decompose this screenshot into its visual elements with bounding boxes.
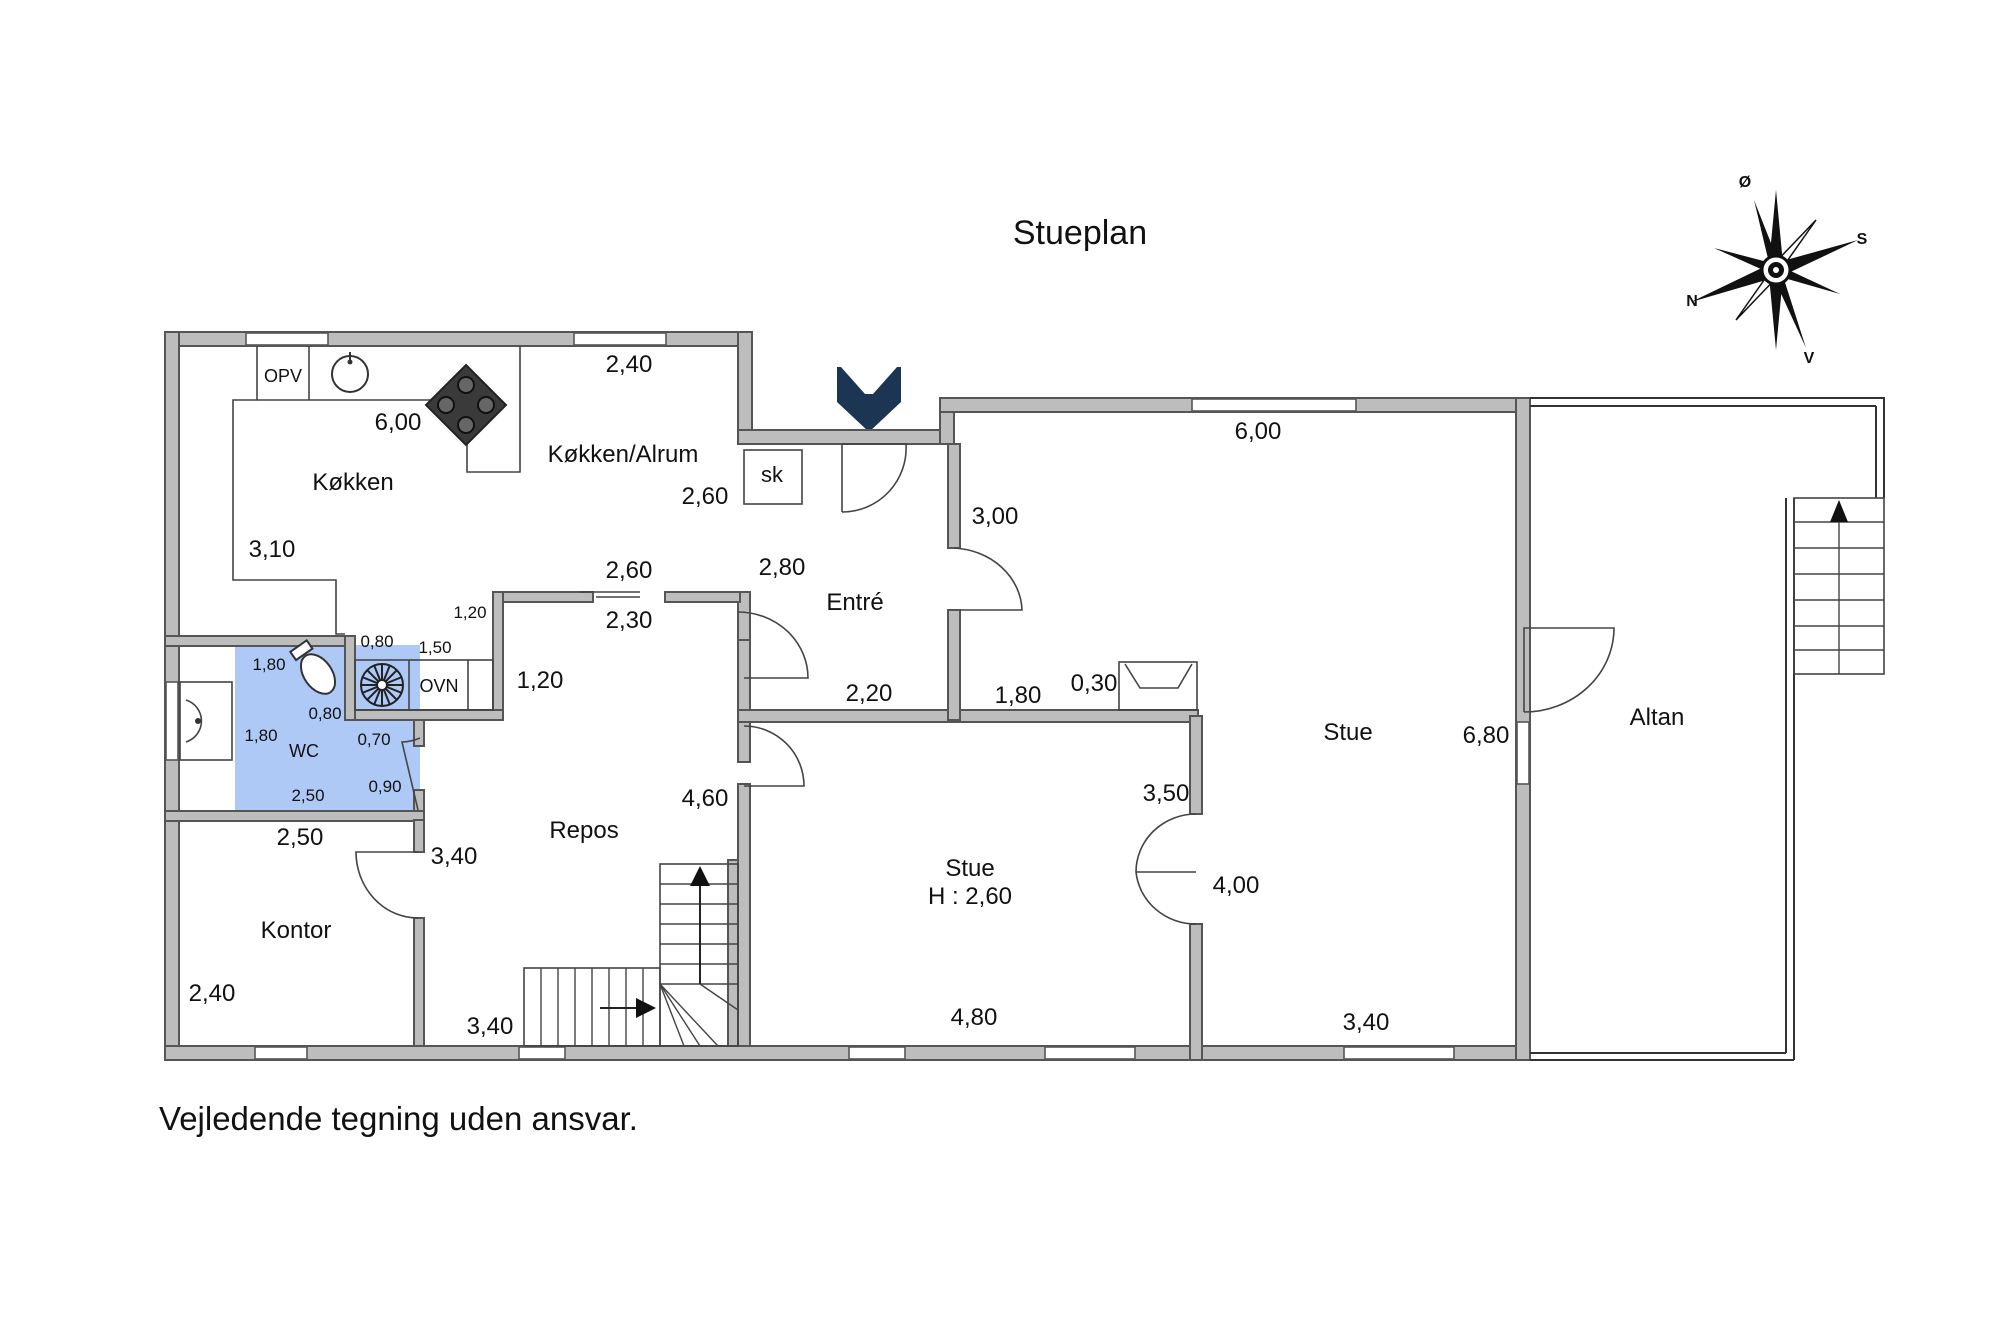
door-repos-stue — [743, 725, 805, 787]
fixture-label-sk: sk — [761, 462, 784, 487]
disclaimer-text: Vejledende tegning uden ansvar. — [159, 1100, 638, 1137]
door-stue-altan — [1523, 627, 1615, 713]
dim-kitchen-1-20-small: 1,20 — [453, 603, 486, 622]
compass-west-label: V — [1804, 350, 1815, 367]
windows — [165, 332, 1530, 1060]
dim-wc-0-70: 0,70 — [357, 730, 390, 749]
dim-entre-2-80: 2,80 — [759, 554, 806, 581]
room-label-kokken: Køkken — [312, 469, 393, 496]
dim-stue-0-30: 0,30 — [1071, 670, 1118, 697]
compass-east-label: Ø — [1739, 174, 1751, 191]
room-label-stue-small: Stue — [945, 855, 994, 882]
fixture-label-opv: OPV — [264, 366, 302, 386]
door-entre-kitchen — [737, 611, 809, 679]
dim-stue-1-80: 1,80 — [995, 682, 1042, 709]
dim-stue-6-00: 6,00 — [1235, 418, 1282, 445]
plan-title: Stueplan — [1013, 214, 1147, 252]
kitchen-counter — [232, 346, 521, 635]
dim-repos-4-60: 4,60 — [682, 785, 729, 812]
door-entre-stue — [953, 547, 1023, 611]
dim-kitchen-0-80-top: 0,80 — [360, 632, 393, 651]
dim-kitchen-3-10: 3,10 — [249, 536, 296, 563]
dim-stue-4-80: 4,80 — [951, 1004, 998, 1031]
room-label-entre: Entré — [826, 589, 883, 616]
staircase — [523, 863, 739, 1047]
dim-kitchen-2-60-bottom: 2,60 — [606, 557, 653, 584]
dim-wc-1-80-top: 1,80 — [252, 655, 285, 674]
dim-stue-6-80: 6,80 — [1463, 722, 1510, 749]
dim-stue-3-50: 3,50 — [1143, 780, 1190, 807]
compass-rose-icon — [1691, 190, 1858, 350]
dim-repos-1-20: 1,20 — [517, 667, 564, 694]
room-label-repos: Repos — [549, 817, 618, 844]
dim-kitchen-2-60-right: 2,60 — [682, 483, 729, 510]
dim-kitchen-2-40: 2,40 — [606, 351, 653, 378]
room-label-altan: Altan — [1630, 704, 1685, 731]
room-label-kontor: Kontor — [261, 917, 332, 944]
dim-kontor-2-40: 2,40 — [189, 980, 236, 1007]
room-height-stue-small: H : 2,60 — [928, 883, 1012, 910]
dim-kitchen-2-30: 2,30 — [606, 607, 653, 634]
washbasin-icon — [179, 681, 233, 761]
fixture-label-ovn: OVN — [419, 676, 458, 696]
dimensions: 2,40 6,00 3,10 2,60 2,60 2,30 1,20 1,50 … — [189, 351, 1510, 1040]
dim-stue-3-40: 3,40 — [1343, 1009, 1390, 1036]
dim-kitchen-1-50: 1,50 — [418, 638, 451, 657]
dim-repos-3-40-top: 3,40 — [431, 843, 478, 870]
doors — [355, 443, 1615, 925]
compass-north-label: N — [1686, 293, 1698, 310]
door-stue-double — [1135, 813, 1197, 925]
dim-wc-2-50: 2,50 — [291, 786, 324, 805]
dim-entre-2-20: 2,20 — [846, 680, 893, 707]
dim-kontor-2-50: 2,50 — [277, 824, 324, 851]
fan-icon — [360, 663, 404, 707]
toilet-icon — [288, 639, 337, 695]
fireplace-icon — [1118, 661, 1198, 711]
room-label-wc: WC — [289, 741, 319, 761]
dim-wc-0-80: 0,80 — [308, 704, 341, 723]
room-label-kokken-alrum: Køkken/Alrum — [548, 441, 699, 468]
dim-kitchen-6-00: 6,00 — [375, 409, 422, 436]
dim-stue-4-00: 4,00 — [1213, 872, 1260, 899]
cooktop-icon — [424, 363, 508, 447]
dim-wc-1-80-side: 1,80 — [244, 726, 277, 745]
dim-repos-3-40-bottom: 3,40 — [467, 1013, 514, 1040]
dim-entre-3-00: 3,00 — [972, 503, 1019, 530]
sink-icon — [331, 352, 369, 393]
room-label-stue-main: Stue — [1323, 719, 1372, 746]
entrance-door — [841, 443, 907, 513]
door-kontor — [355, 851, 419, 919]
dim-wc-0-90: 0,90 — [368, 777, 401, 796]
compass-south-label: S — [1857, 231, 1868, 248]
entrance-marker-icon — [837, 367, 901, 432]
altan-staircase — [1793, 497, 1885, 675]
door-wc — [400, 737, 421, 811]
